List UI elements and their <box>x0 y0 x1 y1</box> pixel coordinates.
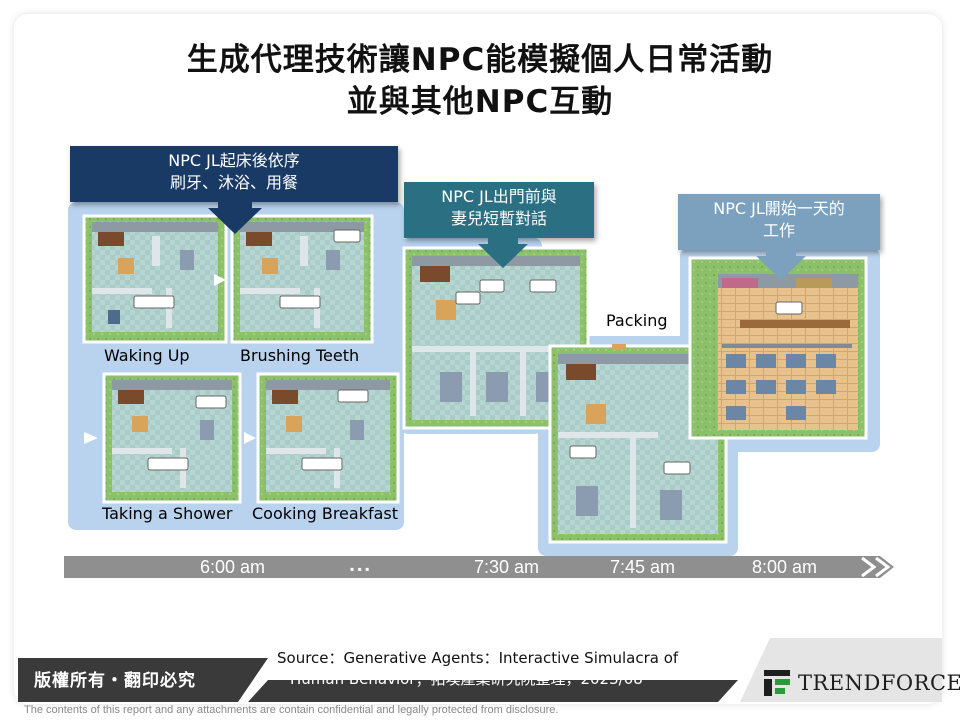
callout-work-line1: NPC JL開始一天的 <box>713 199 845 218</box>
transition-arrow-2 <box>84 432 98 444</box>
caption-cooking-breakfast: Cooking Breakfast <box>252 504 399 523</box>
caption-taking-shower: Taking a Shower <box>102 504 233 523</box>
transition-arrow-1 <box>214 274 226 286</box>
callout-leaving-line1: NPC JL出門前與 <box>441 187 557 206</box>
copyright-label: 版權所有・翻印必究 <box>34 671 196 691</box>
scene-brushing-teeth <box>230 214 374 344</box>
callout-morning-line2: 刷牙、沐浴、用餐 <box>169 173 298 192</box>
caption-packing: Packing <box>606 311 668 330</box>
source-line2: Human Behavior；拓墣產業研究院整理，2023/08 <box>290 670 643 688</box>
caption-waking-up: Waking Up <box>104 346 190 365</box>
timeline-tick-600: 6:00 am <box>200 557 266 577</box>
trendforce-wordmark: TRENDFORCE <box>798 671 960 695</box>
transition-arrow-3 <box>244 432 256 444</box>
scene-taking-shower <box>102 372 242 504</box>
slide-title-line1: 生成代理技術讓NPC能模擬個人日常活動 <box>186 42 774 78</box>
scene-work <box>688 256 868 440</box>
callout-leaving-line2: 妻兒短暫對話 <box>450 209 547 228</box>
callout-morning-line1: NPC JL起床後依序 <box>168 151 300 170</box>
scene-cooking-breakfast <box>256 372 400 504</box>
callout-leaving: NPC JL出門前與 妻兒短暫對話 <box>404 182 594 238</box>
source-line1: Source：Generative Agents：Interactive Sim… <box>277 649 679 667</box>
callout-work-pointer <box>756 248 806 280</box>
callout-work-line2: 工作 <box>762 221 795 240</box>
callout-leaving-pointer <box>478 236 528 268</box>
disclaimer-text: The contents of this report and any atta… <box>24 704 559 716</box>
slide-title-line2: 並與其他NPC互動 <box>346 84 614 120</box>
timeline-tick-745: 7:45 am <box>610 557 676 577</box>
timeline-tick-730: 7:30 am <box>474 557 540 577</box>
scene-waking-up <box>82 214 228 344</box>
callout-morning-pointer <box>208 200 262 234</box>
callout-work: NPC JL開始一天的 工作 <box>678 194 880 250</box>
timeline-ellipsis: ▪ ▪ ▪ <box>350 562 370 576</box>
caption-brushing-teeth: Brushing Teeth <box>240 346 360 365</box>
timeline-tick-800: 8:00 am <box>752 557 818 577</box>
callout-morning: NPC JL起床後依序 刷牙、沐浴、用餐 <box>70 146 398 202</box>
trendforce-logo-icon <box>764 668 792 696</box>
